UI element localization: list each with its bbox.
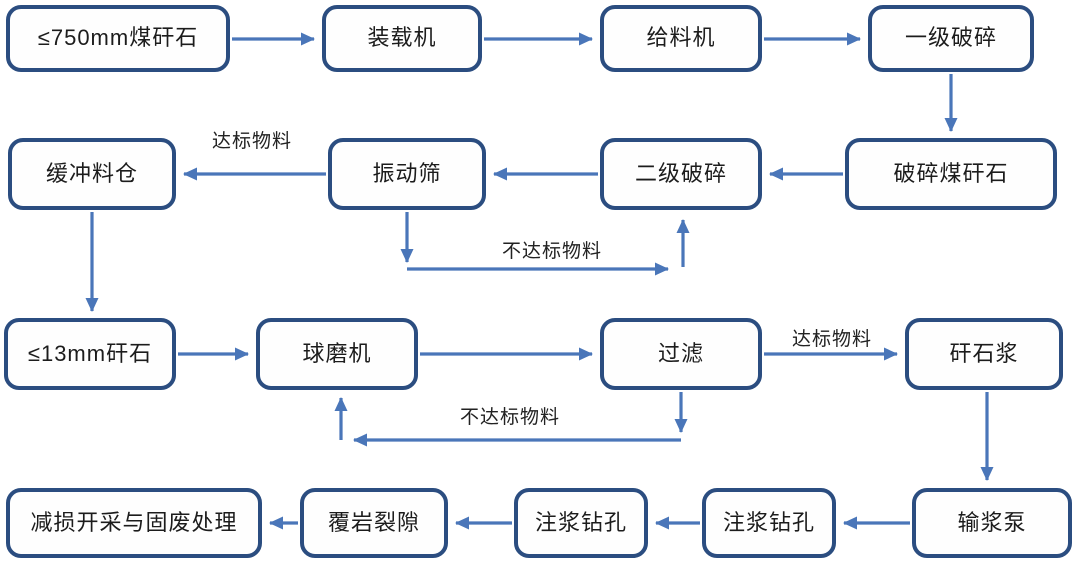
node-secondary-crusher: 二级破碎 [600, 138, 762, 210]
node-vibrating-screen: 振动筛 [328, 138, 486, 210]
node-filter: 过滤 [600, 318, 762, 390]
node-crushed-gangue: 破碎煤矸石 [845, 138, 1057, 210]
node-ball-mill: 球磨机 [256, 318, 418, 390]
node-buffer-bin: 缓冲料仓 [8, 138, 176, 210]
node-grouting-borehole-2: 注浆钻孔 [514, 488, 648, 558]
label-unqualified-material-row2: 不达标物料 [501, 241, 602, 262]
node-feeder: 给料机 [600, 5, 762, 72]
label-qualified-material-row3: 达标物料 [791, 329, 872, 350]
node-primary-crusher: 一级破碎 [868, 5, 1034, 72]
node-slurry-pump: 输浆泵 [912, 488, 1072, 558]
node-reduced-mining-waste-treatment: 减损开采与固废处理 [6, 488, 262, 558]
label-unqualified-material-row3: 不达标物料 [459, 407, 560, 428]
label-qualified-material-row2: 达标物料 [211, 131, 292, 152]
node-small-gangue: ≤13mm矸石 [4, 318, 176, 390]
node-loader: 装载机 [322, 5, 482, 72]
node-overburden-fissure: 覆岩裂隙 [300, 488, 448, 558]
node-grouting-borehole-1: 注浆钻孔 [702, 488, 836, 558]
node-raw-gangue: ≤750mm煤矸石 [6, 5, 230, 72]
node-gangue-slurry: 矸石浆 [905, 318, 1063, 390]
